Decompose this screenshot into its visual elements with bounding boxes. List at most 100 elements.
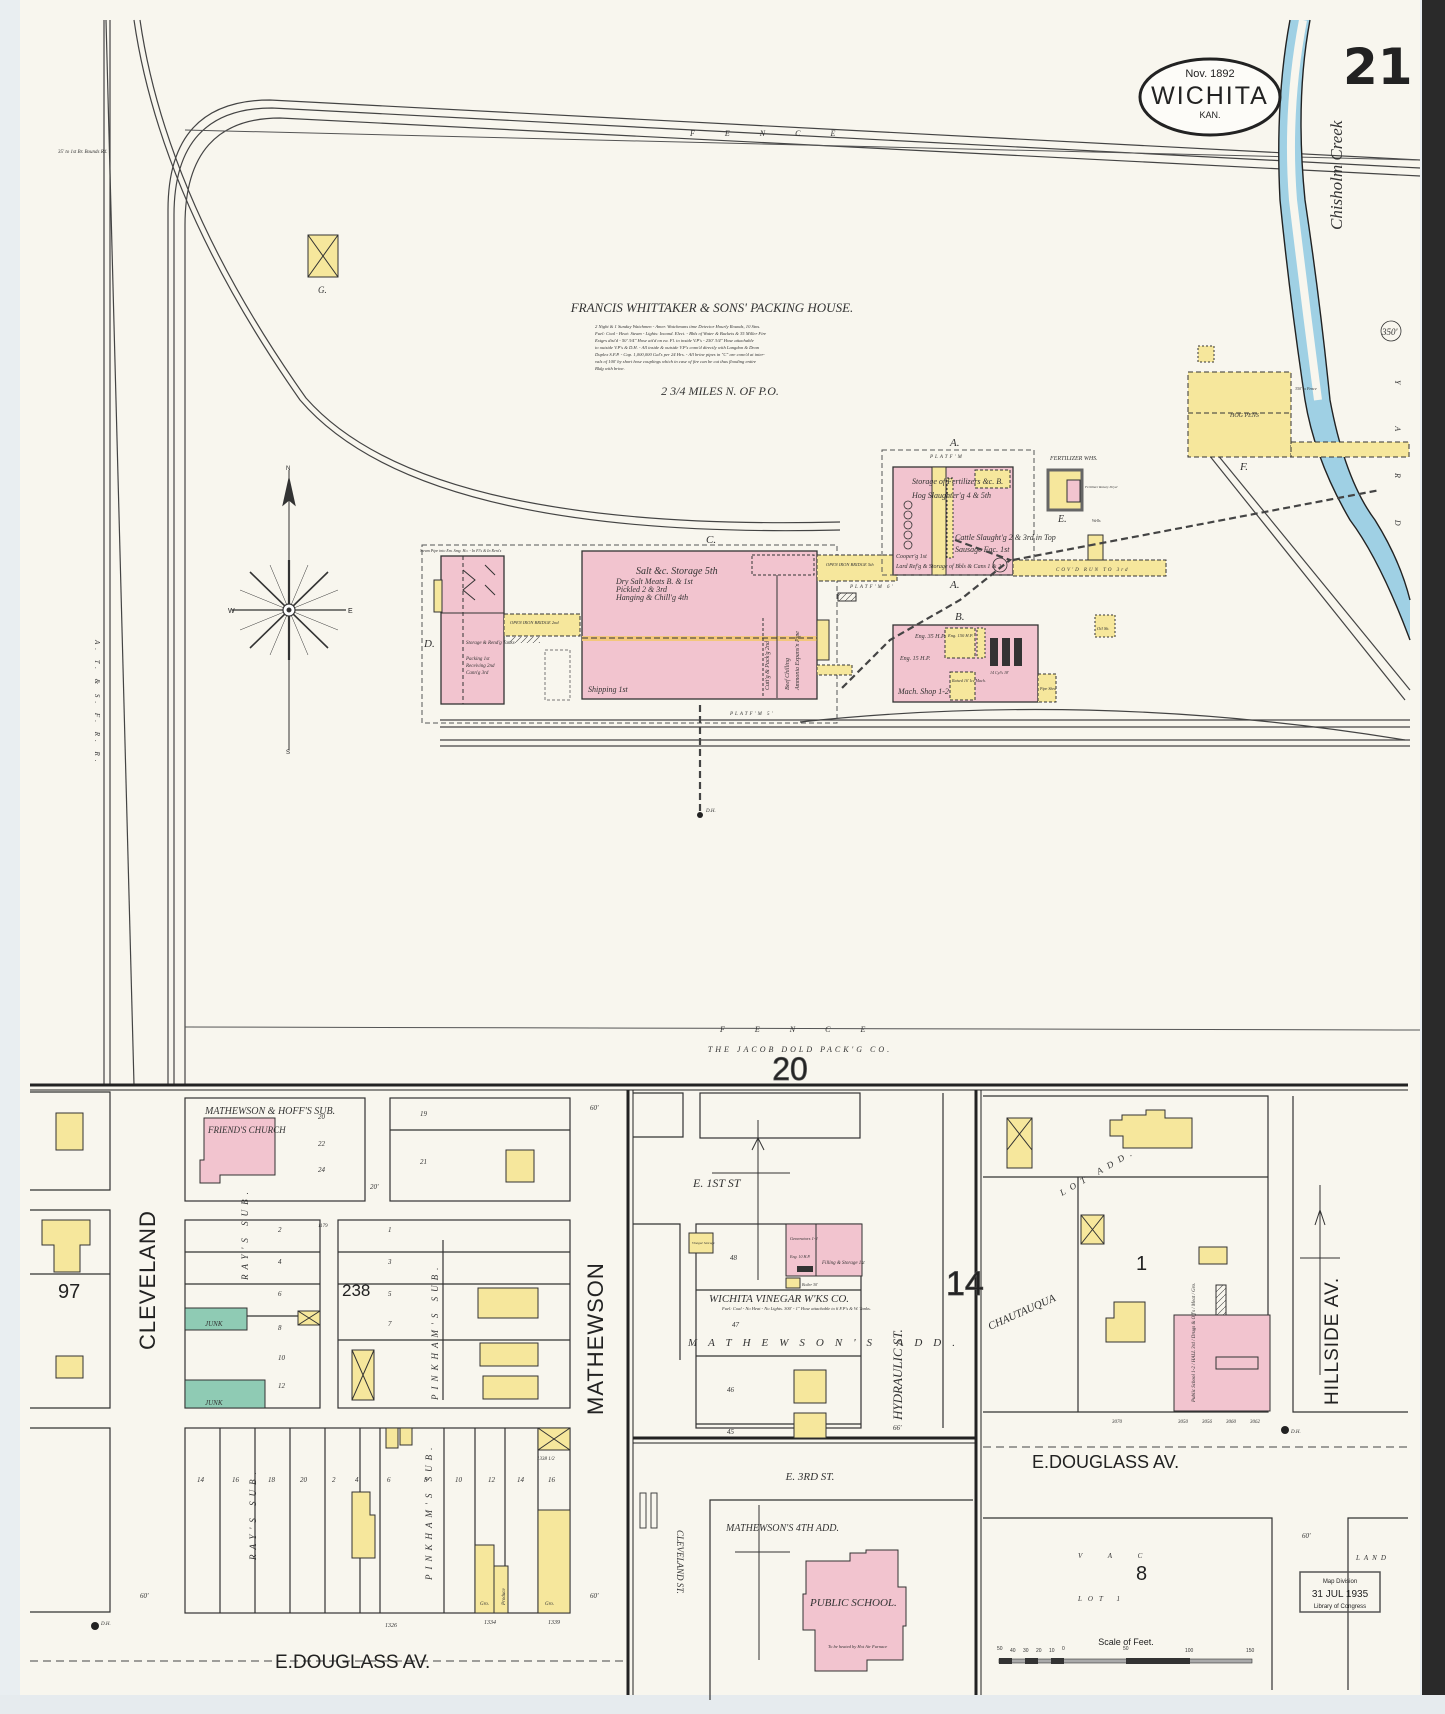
- subdivision-label: LOT ADD.: [1057, 1145, 1138, 1198]
- svg-text:vals of 100' by short hose cou: vals of 100' by short hose couplings whi…: [595, 359, 756, 364]
- svg-text:COV'D RUN TO 3rd: COV'D RUN TO 3rd: [1056, 568, 1130, 573]
- vac-label: V A C: [1078, 1552, 1154, 1560]
- building-e: FERTILIZER WHS. E. Fertilizer Rotary Dry…: [1046, 456, 1118, 525]
- dimension: 60': [1302, 1532, 1311, 1540]
- dwelling: [1006, 1117, 1033, 1169]
- subdivision-label: RAY'S SUB.: [240, 1187, 250, 1281]
- fence-top: F E N C E: [184, 129, 1421, 161]
- svg-text:50: 50: [997, 1646, 1003, 1652]
- svg-text:Fuel: Coal - No Heat - No Ligh: Fuel: Coal - No Heat - No Lights. 300' -…: [721, 1306, 871, 1311]
- svg-text:Eng. 35 H.P.: Eng. 35 H.P.: [914, 634, 945, 640]
- street-douglass-right: E.DOUGLASS AV.: [1032, 1452, 1179, 1472]
- packing-house-notes: 2 Night & 1 Sunday Watchmen - Amer. Watc…: [594, 324, 766, 371]
- arrow-icon: [751, 1136, 765, 1151]
- building-a: A. PLATF'M Storage of Fertilizers &c. B.…: [881, 437, 1056, 591]
- svg-text:Duplex S.F.P. - Cap. 1,000,000: Duplex S.F.P. - Cap. 1,000,000 Gal's per…: [594, 352, 765, 358]
- svg-text:to outside V.P's & D.H. - All: to outside V.P's & D.H. - All inside & o…: [595, 345, 760, 350]
- svg-text:6: 6: [387, 1476, 391, 1484]
- svg-text:Beef Chilling: Beef Chilling: [784, 658, 791, 690]
- svg-text:OPEN IRON BRIDGE 2nd: OPEN IRON BRIDGE 2nd: [510, 620, 559, 625]
- address: 1339: [548, 1620, 560, 1626]
- svg-text:14 Cyl's 18': 14 Cyl's 18': [990, 670, 1009, 675]
- svg-text:4: 4: [278, 1258, 282, 1266]
- svg-text:45: 45: [727, 1428, 735, 1436]
- svg-text:Receiving 2nd: Receiving 2nd: [465, 664, 495, 669]
- dwelling: [793, 1412, 827, 1439]
- svg-text:10: 10: [455, 1476, 463, 1484]
- junk-building: [184, 1307, 248, 1331]
- svg-text:Cattle Slaught'g 2 & 3rd in To: Cattle Slaught'g 2 & 3rd in Top: [955, 533, 1056, 542]
- adjoining-sheet: 20: [772, 1051, 808, 1087]
- grocery-label: Gro.: [480, 1602, 489, 1607]
- block238-lot-numbers: 1 3 5 7: [387, 1226, 392, 1328]
- svg-text:F.: F.: [1239, 461, 1248, 473]
- chisholm-creek: Chisholm Creek 350': [1278, 19, 1411, 641]
- svg-text:FERTILIZER WHS.: FERTILIZER WHS.: [1049, 456, 1098, 462]
- svg-text:Library of Congress: Library of Congress: [1314, 1604, 1366, 1610]
- subdivision-label: PINKHAM'S SUB.: [424, 1443, 434, 1581]
- junk-label: JUNK: [205, 1320, 223, 1328]
- svg-text:Storage of Fertilizers &c. B.: Storage of Fertilizers &c. B.: [912, 477, 1003, 486]
- svg-text:30: 30: [1023, 1648, 1029, 1654]
- svg-text:3070: 3070: [1112, 1420, 1123, 1425]
- covered-run: COV'D RUN TO 3rd: [1012, 534, 1167, 577]
- douglass-lot-numbers: 14 16 18 20 2 4 6 8 10 12 14 16: [197, 1476, 556, 1484]
- svg-text:Cutt'g & Pack'g 2nd: Cutt'g & Pack'g 2nd: [765, 640, 771, 690]
- svg-text:8: 8: [424, 1476, 428, 1484]
- block-number-11-bar: [650, 1492, 658, 1529]
- svg-text:Cooper'g 1st: Cooper'g 1st: [896, 554, 927, 560]
- fence-bottom: F E N C E: [184, 1025, 1421, 1034]
- railroad-curve: [133, 19, 1421, 1085]
- svg-text:Map Division: Map Division: [1323, 1579, 1357, 1585]
- street-first: E. 1ST ST: [692, 1176, 742, 1190]
- svg-text:Bldg with brine.: Bldg with brine.: [595, 366, 625, 371]
- hoff-sub-blocks: [184, 1097, 571, 1202]
- block-border: [1347, 1517, 1408, 1690]
- svg-text:Sausage Fac. 1st: Sausage Fac. 1st: [955, 545, 1010, 554]
- svg-text:10: 10: [1049, 1648, 1055, 1654]
- city-name: WICHITA: [1151, 82, 1269, 110]
- dwelling: [793, 1369, 827, 1404]
- vinegar-works: Generators 1-2 Filling & Storage 1st Eng…: [688, 1223, 871, 1311]
- svg-text:PLATF'M 5': PLATF'M 5': [729, 712, 775, 717]
- svg-text:16: 16: [232, 1476, 240, 1484]
- lot-label: LOT 1: [1077, 1595, 1126, 1603]
- block-238: [337, 1219, 571, 1409]
- svg-text:S: S: [286, 750, 290, 756]
- svg-text:F E N C E: F E N C E: [689, 129, 849, 138]
- svg-text:Filling & Storage 1st: Filling & Storage 1st: [821, 1261, 865, 1266]
- svg-text:Salt &c. Storage 5th: Salt &c. Storage 5th: [636, 566, 718, 577]
- svg-text:Boiler 30': Boiler 30': [802, 1282, 818, 1287]
- dimension: 60': [590, 1104, 599, 1112]
- svg-text:Public School 1-2 / HALL 3rd /: Public School 1-2 / HALL 3rd / Drugs & O…: [1192, 1283, 1197, 1403]
- school-block: [709, 1499, 973, 1700]
- hydrant: [1281, 1426, 1289, 1434]
- svg-text:Fuel: Coal - Heat: Steam - Lig: Fuel: Coal - Heat: Steam - Lights: Incan…: [594, 331, 766, 336]
- svg-text:Shipping 1st: Shipping 1st: [588, 685, 629, 694]
- pipe-lines: [698, 488, 1381, 815]
- svg-text:12: 12: [278, 1382, 286, 1390]
- svg-text:A.: A.: [949, 579, 959, 591]
- railroad-label: A. T. & S. F. R. R.: [93, 639, 101, 766]
- library-stamp: Map Division 31 JUL 1935 Library of Cong…: [1299, 1571, 1381, 1613]
- address: 1334: [484, 1619, 496, 1626]
- yard-boundary: [421, 544, 838, 724]
- vinegar-lot-numbers: 48 47 46 45: [727, 1254, 740, 1436]
- hall-addresses: 3070 3050 3056 3060 3062: [1112, 1420, 1261, 1425]
- block-8: [983, 1517, 1273, 1690]
- svg-text:Pickled 2 & 3rd: Pickled 2 & 3rd: [615, 585, 668, 594]
- street-third: E. 3RD ST.: [785, 1471, 835, 1483]
- vinegar-blocks: [633, 1092, 944, 1429]
- svg-text:Mach. Shop 1-2: Mach. Shop 1-2: [897, 687, 949, 696]
- svg-text:3: 3: [387, 1258, 392, 1266]
- building-c: C. Salt &c. Storage 5th Dry Salt Meats B…: [581, 534, 895, 717]
- bridge-dc: OPEN IRON BRIDGE 2nd: [503, 613, 581, 701]
- svg-text:3060: 3060: [1226, 1420, 1237, 1425]
- block-number: 97: [58, 1281, 80, 1303]
- street-mathewson: MATHEWSON: [583, 1262, 608, 1415]
- svg-text:PLATF'M 6': PLATF'M 6': [849, 585, 895, 590]
- building-d: D. Storage & Rend'g Tanks Packing 1st Re…: [420, 548, 515, 705]
- street-douglass-left: E.DOUGLASS AV.: [275, 1652, 430, 1673]
- creek-elevation: 350': [1381, 327, 1399, 337]
- svg-text:150: 150: [1246, 1648, 1255, 1654]
